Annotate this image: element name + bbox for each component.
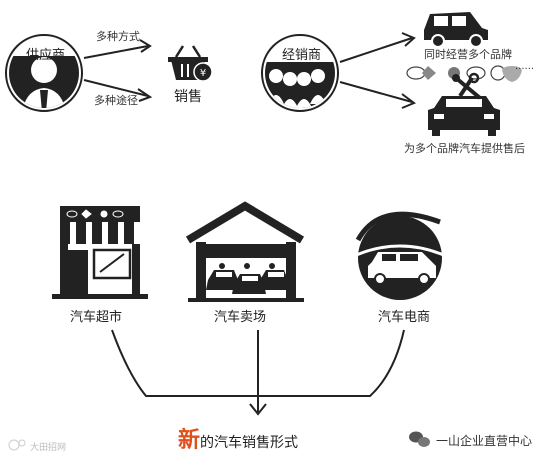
- dealer-icon: [261, 34, 339, 112]
- shopping-basket-icon: ¥: [168, 45, 213, 82]
- channel-label-ecommerce: 汽车电商: [378, 310, 431, 325]
- wechat-icon: [409, 431, 430, 447]
- footer-rest: 的汽车销售形式: [200, 435, 299, 451]
- car-supermarket-icon: [52, 206, 148, 299]
- brands-label: 同时经营多个品牌: [424, 48, 512, 61]
- dealer-arrows: [339, 32, 416, 109]
- brands-ellipsis: ······: [515, 64, 535, 75]
- convergence-lines: [111, 329, 405, 416]
- channel-label-supermarket: 汽车超市: [70, 310, 123, 325]
- watermark-right: 一山企业直营中心: [436, 434, 533, 448]
- svg-text:¥: ¥: [200, 68, 206, 79]
- car-icon: [424, 12, 488, 48]
- footer-title: 新的汽车销售形式: [178, 422, 298, 454]
- car-ecommerce-icon: [353, 211, 447, 300]
- sales-label: 销售: [174, 89, 202, 105]
- supplier-arrow-top-label: 多种方式: [96, 30, 140, 43]
- supplier-icon: [5, 34, 83, 112]
- channel-label-mall: 汽车卖场: [214, 310, 267, 325]
- watermark-left-icon: [8, 439, 26, 451]
- supplier-label: 供应商: [26, 48, 66, 63]
- car-mall-icon: [185, 201, 305, 302]
- after-sales-label: 为多个品牌汽车提供售后: [404, 142, 525, 155]
- brand-logos: [406, 65, 522, 82]
- supplier-arrows: [83, 39, 153, 102]
- service-car-icon: [428, 72, 500, 136]
- watermark-left: 大田招网: [30, 443, 67, 453]
- footer-highlight: 新: [178, 428, 201, 453]
- dealer-label: 经销商: [282, 48, 322, 63]
- supplier-arrow-bottom-label: 多种途径: [94, 94, 138, 107]
